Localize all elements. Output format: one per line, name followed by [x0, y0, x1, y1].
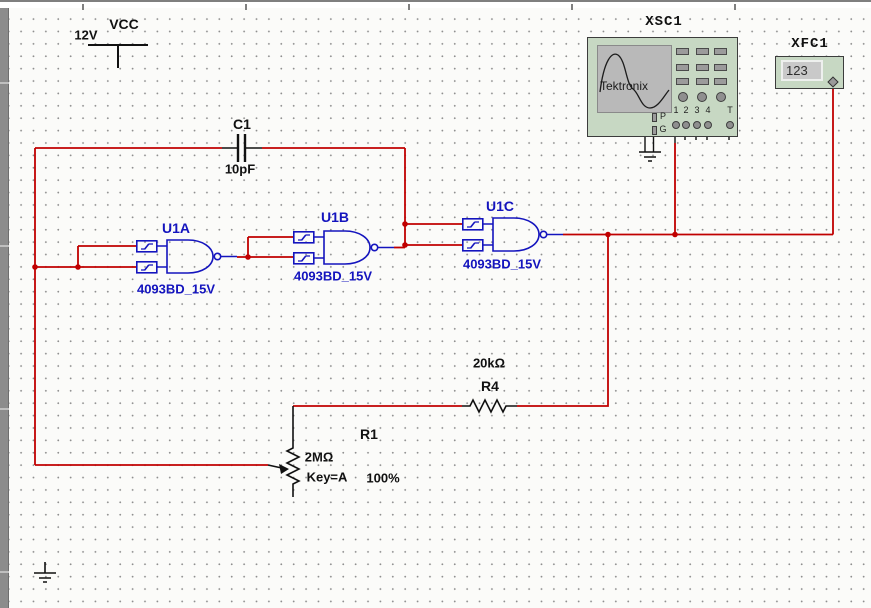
resistor-symbol[interactable]: [462, 398, 517, 414]
u1c-ref-label: U1C: [485, 198, 515, 214]
vcc-symbol[interactable]: [88, 44, 148, 68]
scope-channel-label: 3: [694, 105, 700, 115]
resistor-ref-label: R4: [481, 378, 499, 394]
pot-setting-label: 100%: [366, 470, 400, 486]
scope-ground-label: G: [659, 124, 667, 134]
vcc-label: VCC: [109, 16, 139, 32]
scope-channel-label: 4: [705, 105, 711, 115]
vcc-voltage-label: 12V: [74, 27, 98, 43]
oscilloscope-ref-label: XSC1: [645, 14, 683, 30]
capacitor-ref-label: C1: [233, 116, 251, 132]
ruler-tick: [408, 4, 410, 10]
nand-gate-u1a[interactable]: [136, 239, 237, 274]
u1a-ref-label: U1A: [161, 220, 191, 236]
scope-button: [696, 78, 709, 85]
pot-ref-label: R1: [360, 426, 378, 442]
scope-channel4-terminal[interactable]: [704, 121, 712, 129]
scope-button: [696, 48, 709, 55]
scope-button: [676, 64, 689, 71]
scope-channel1-terminal[interactable]: [672, 121, 680, 129]
scope-channel2-terminal[interactable]: [682, 121, 690, 129]
scope-button: [714, 64, 727, 71]
scope-knob: [716, 92, 726, 102]
ruler-tick: [0, 82, 9, 84]
u1c-model-label: 4093BD_15V: [462, 256, 542, 272]
ruler-tick: [0, 408, 9, 410]
nand-gate-u1b[interactable]: [293, 230, 394, 265]
pot-value-label: 2MΩ: [304, 449, 334, 465]
frequency-counter-ref-label: XFC1: [791, 36, 829, 52]
ruler-tick: [82, 4, 84, 10]
ruler-tick: [0, 245, 9, 247]
frequency-counter-instrument[interactable]: 123: [775, 56, 844, 89]
scope-button: [714, 48, 727, 55]
top-ruler: [0, 0, 871, 10]
scope-knob: [697, 92, 707, 102]
wire-net[interactable]: [34, 84, 834, 466]
ruler-tick: [734, 4, 736, 10]
nand-gate-u1c[interactable]: [462, 217, 563, 252]
scope-channel3-terminal[interactable]: [693, 121, 701, 129]
scope-probe-label: P: [659, 111, 667, 121]
ground-symbol[interactable]: [34, 562, 56, 583]
scope-trigger-terminal[interactable]: [726, 121, 734, 129]
capacitor-symbol[interactable]: [222, 134, 262, 162]
oscilloscope-screen: Tektronix: [597, 45, 672, 113]
pot-key-label: Key=A: [306, 469, 348, 485]
scope-button: [676, 48, 689, 55]
frequency-counter-terminal[interactable]: [827, 76, 839, 88]
potentiometer-symbol[interactable]: [267, 406, 301, 497]
scope-button: [696, 64, 709, 71]
scope-channel-label: 2: [683, 105, 689, 115]
resistor-value-label: 20kΩ: [472, 355, 506, 371]
u1a-model-label: 4093BD_15V: [136, 281, 216, 297]
scope-trigger-label: T: [727, 105, 733, 115]
scope-knob: [678, 92, 688, 102]
u1b-ref-label: U1B: [320, 209, 350, 225]
ruler-tick: [571, 4, 573, 10]
wire-u1a-out[interactable]: [237, 236, 293, 258]
scope-button: [676, 78, 689, 85]
scope-ground-terminal[interactable]: [652, 126, 657, 135]
u1b-model-label: 4093BD_15V: [293, 268, 373, 284]
scope-channel-label: 1: [673, 105, 679, 115]
wire-u1a-in1[interactable]: [77, 245, 136, 267]
left-ruler: [0, 8, 9, 608]
frequency-counter-display[interactable]: 123: [781, 60, 823, 81]
scope-button: [714, 78, 727, 85]
ruler-tick: [245, 4, 247, 10]
scope-probe-terminal[interactable]: [652, 113, 657, 122]
capacitor-value-label: 10pF: [224, 161, 256, 177]
oscilloscope-instrument[interactable]: Tektronix P G 1 2 3 4 T: [587, 37, 738, 137]
sine-wave-icon: [599, 53, 670, 109]
junction-dots: [32, 221, 678, 270]
oscilloscope-brand-label: Tektronix: [600, 79, 649, 93]
ruler-tick: [0, 571, 9, 573]
